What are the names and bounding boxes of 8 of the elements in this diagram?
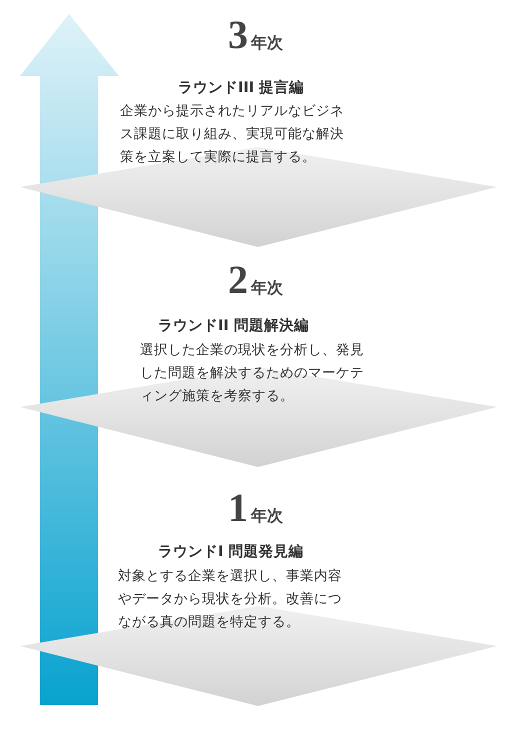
description-text: 対象とする企業を選択し、事業内容やデータから現状を分析。改善につながる真の問題を特定する。 (118, 567, 343, 632)
round-title: ラウンドII 問題解決編 (158, 316, 309, 335)
description-text: 企業から提示されたリアルなビジネス課題に取り組み、実現可能な解決策を立案して実際に提言する。 (120, 102, 345, 167)
year-heading: 2年次 (228, 260, 283, 300)
round-title: ラウンドIII 提言編 (178, 78, 304, 97)
year-heading: 3年次 (228, 15, 283, 55)
description-text: 選択した企業の現状を分析し、発見した問題を解決するためのマーケティング施策を考察する。 (140, 341, 365, 406)
round-title: ラウンドI 問題発見編 (158, 542, 304, 561)
